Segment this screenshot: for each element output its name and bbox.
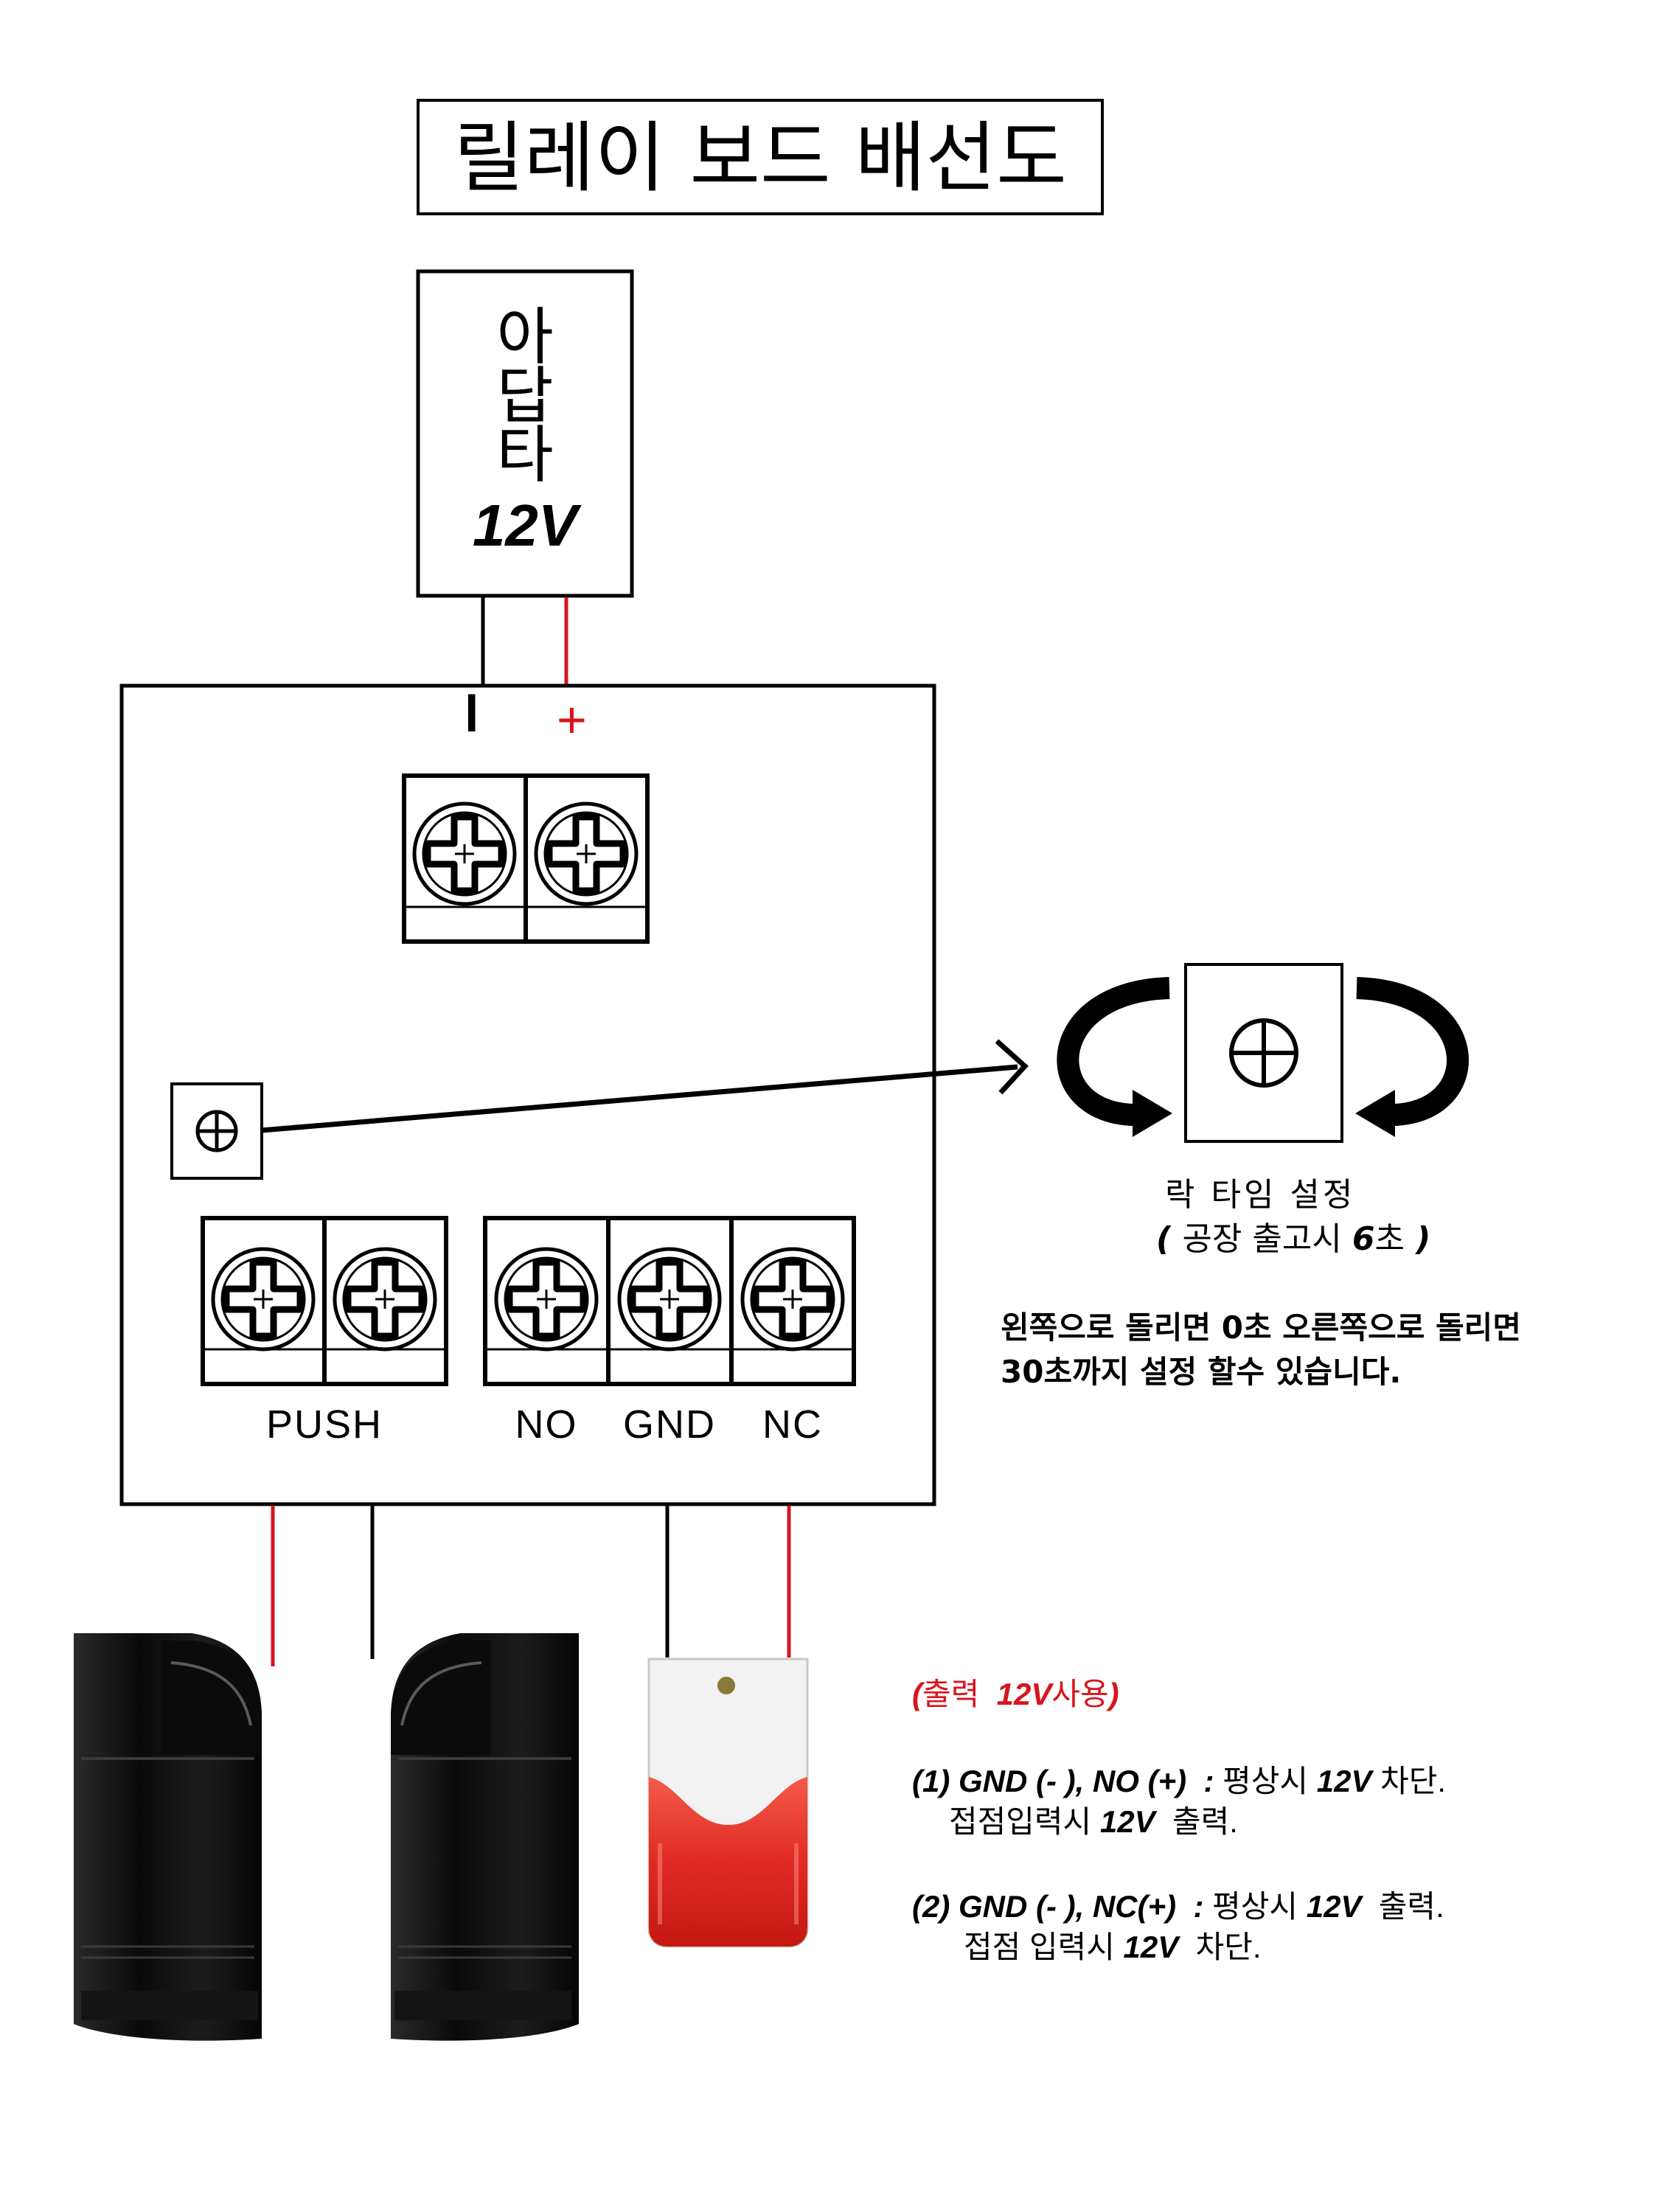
case1-end: 차단. bbox=[1371, 1764, 1446, 1798]
case2-label: (2) GND (- ), NC(+) : bbox=[912, 1889, 1212, 1924]
output-case-2: (2) GND (- ), NC(+) : 평상시 12V 출력. bbox=[912, 1889, 1444, 1924]
siren-status-light bbox=[717, 1677, 735, 1694]
case1-sub-volt: 12V bbox=[1100, 1804, 1158, 1839]
output-terminal-block bbox=[483, 1216, 856, 1386]
adapter-voltage: 12V bbox=[473, 493, 582, 558]
plus-pole-label: + bbox=[557, 691, 587, 748]
output-case-1: (1) GND (- ), NO (+) : 평상시 12V 차단. bbox=[912, 1764, 1446, 1798]
adapter-label-1: 아 bbox=[496, 301, 553, 373]
nc-terminal-label: NC bbox=[762, 1402, 823, 1447]
lock-time-trimmer[interactable] bbox=[170, 1082, 263, 1180]
trimmer-arrow-line bbox=[261, 1064, 1018, 1133]
trimmer-detail bbox=[1184, 963, 1343, 1143]
rotate-left-icon bbox=[1057, 977, 1172, 1137]
siren-strobe bbox=[647, 1658, 809, 1948]
case1-volt: 12V bbox=[1317, 1764, 1374, 1798]
title-box bbox=[417, 99, 1104, 215]
case2-volt: 12V bbox=[1307, 1889, 1364, 1924]
case1-sub-end: 출력. bbox=[1155, 1804, 1238, 1839]
lock-time-note: ( 공장 출고시 6초 ) bbox=[1156, 1220, 1430, 1258]
case2-sub-end: 차단. bbox=[1178, 1930, 1261, 1964]
lock-note-unit: 초 bbox=[1374, 1220, 1404, 1258]
case1-sub-text: 접점입력시 bbox=[949, 1804, 1100, 1839]
case2-end: 출력. bbox=[1361, 1889, 1444, 1924]
adapter-box bbox=[416, 269, 634, 598]
output-case-2-sub: 접점 입력시 12V 차단. bbox=[964, 1930, 1262, 1964]
case1-text: 평상시 bbox=[1222, 1764, 1317, 1798]
output-header-close: ) bbox=[1106, 1677, 1119, 1711]
lock-time-label: 락 타임 설정 bbox=[1165, 1176, 1355, 1214]
lock-note-num: 6 bbox=[1352, 1220, 1375, 1258]
case2-sub-volt: 12V bbox=[1124, 1930, 1181, 1964]
lock-note-close: ) bbox=[1405, 1220, 1430, 1258]
beam-sensor-left bbox=[74, 1633, 262, 2041]
trimmer-arrow-head bbox=[995, 1039, 1029, 1095]
output-header: (출력 12V사용) bbox=[912, 1677, 1119, 1711]
adapter-label-2: 답 bbox=[496, 360, 553, 432]
output-case-1-sub: 접점입력시 12V 출력. bbox=[949, 1804, 1238, 1839]
lock-note-open: ( bbox=[1156, 1220, 1182, 1258]
page-title: 릴레이 보드 배선도 bbox=[453, 113, 1067, 203]
case2-text: 평상시 bbox=[1212, 1889, 1307, 1924]
rotate-right-icon bbox=[1355, 977, 1469, 1137]
gnd-terminal-label: GND bbox=[623, 1402, 716, 1447]
instruction-line-2: 30초까지 설정 할수 있습니다. bbox=[1001, 1354, 1401, 1390]
output-header-use: 사용 bbox=[1051, 1677, 1108, 1711]
push-terminal-block bbox=[201, 1216, 448, 1386]
minus-pole-label: l bbox=[465, 685, 479, 742]
no-terminal-label: NO bbox=[515, 1402, 578, 1447]
output-header-text: 출력 bbox=[922, 1677, 997, 1711]
case2-sub-text: 접점 입력시 bbox=[964, 1930, 1124, 1964]
push-terminal-label: PUSH bbox=[266, 1402, 383, 1447]
adapter-label-3: 타 bbox=[496, 419, 553, 491]
lock-note-text: 공장 출고시 bbox=[1182, 1220, 1352, 1258]
beam-sensor-right bbox=[391, 1633, 579, 2041]
output-header-open: ( bbox=[912, 1677, 925, 1711]
power-terminal-block bbox=[402, 773, 650, 944]
case1-label: (1) GND (- ), NO (+) : bbox=[912, 1764, 1222, 1798]
output-header-volt: 12V bbox=[997, 1677, 1054, 1711]
instruction-line-1: 왼쪽으로 돌리면 0초 오른쪽으로 돌리면 bbox=[1001, 1310, 1521, 1346]
